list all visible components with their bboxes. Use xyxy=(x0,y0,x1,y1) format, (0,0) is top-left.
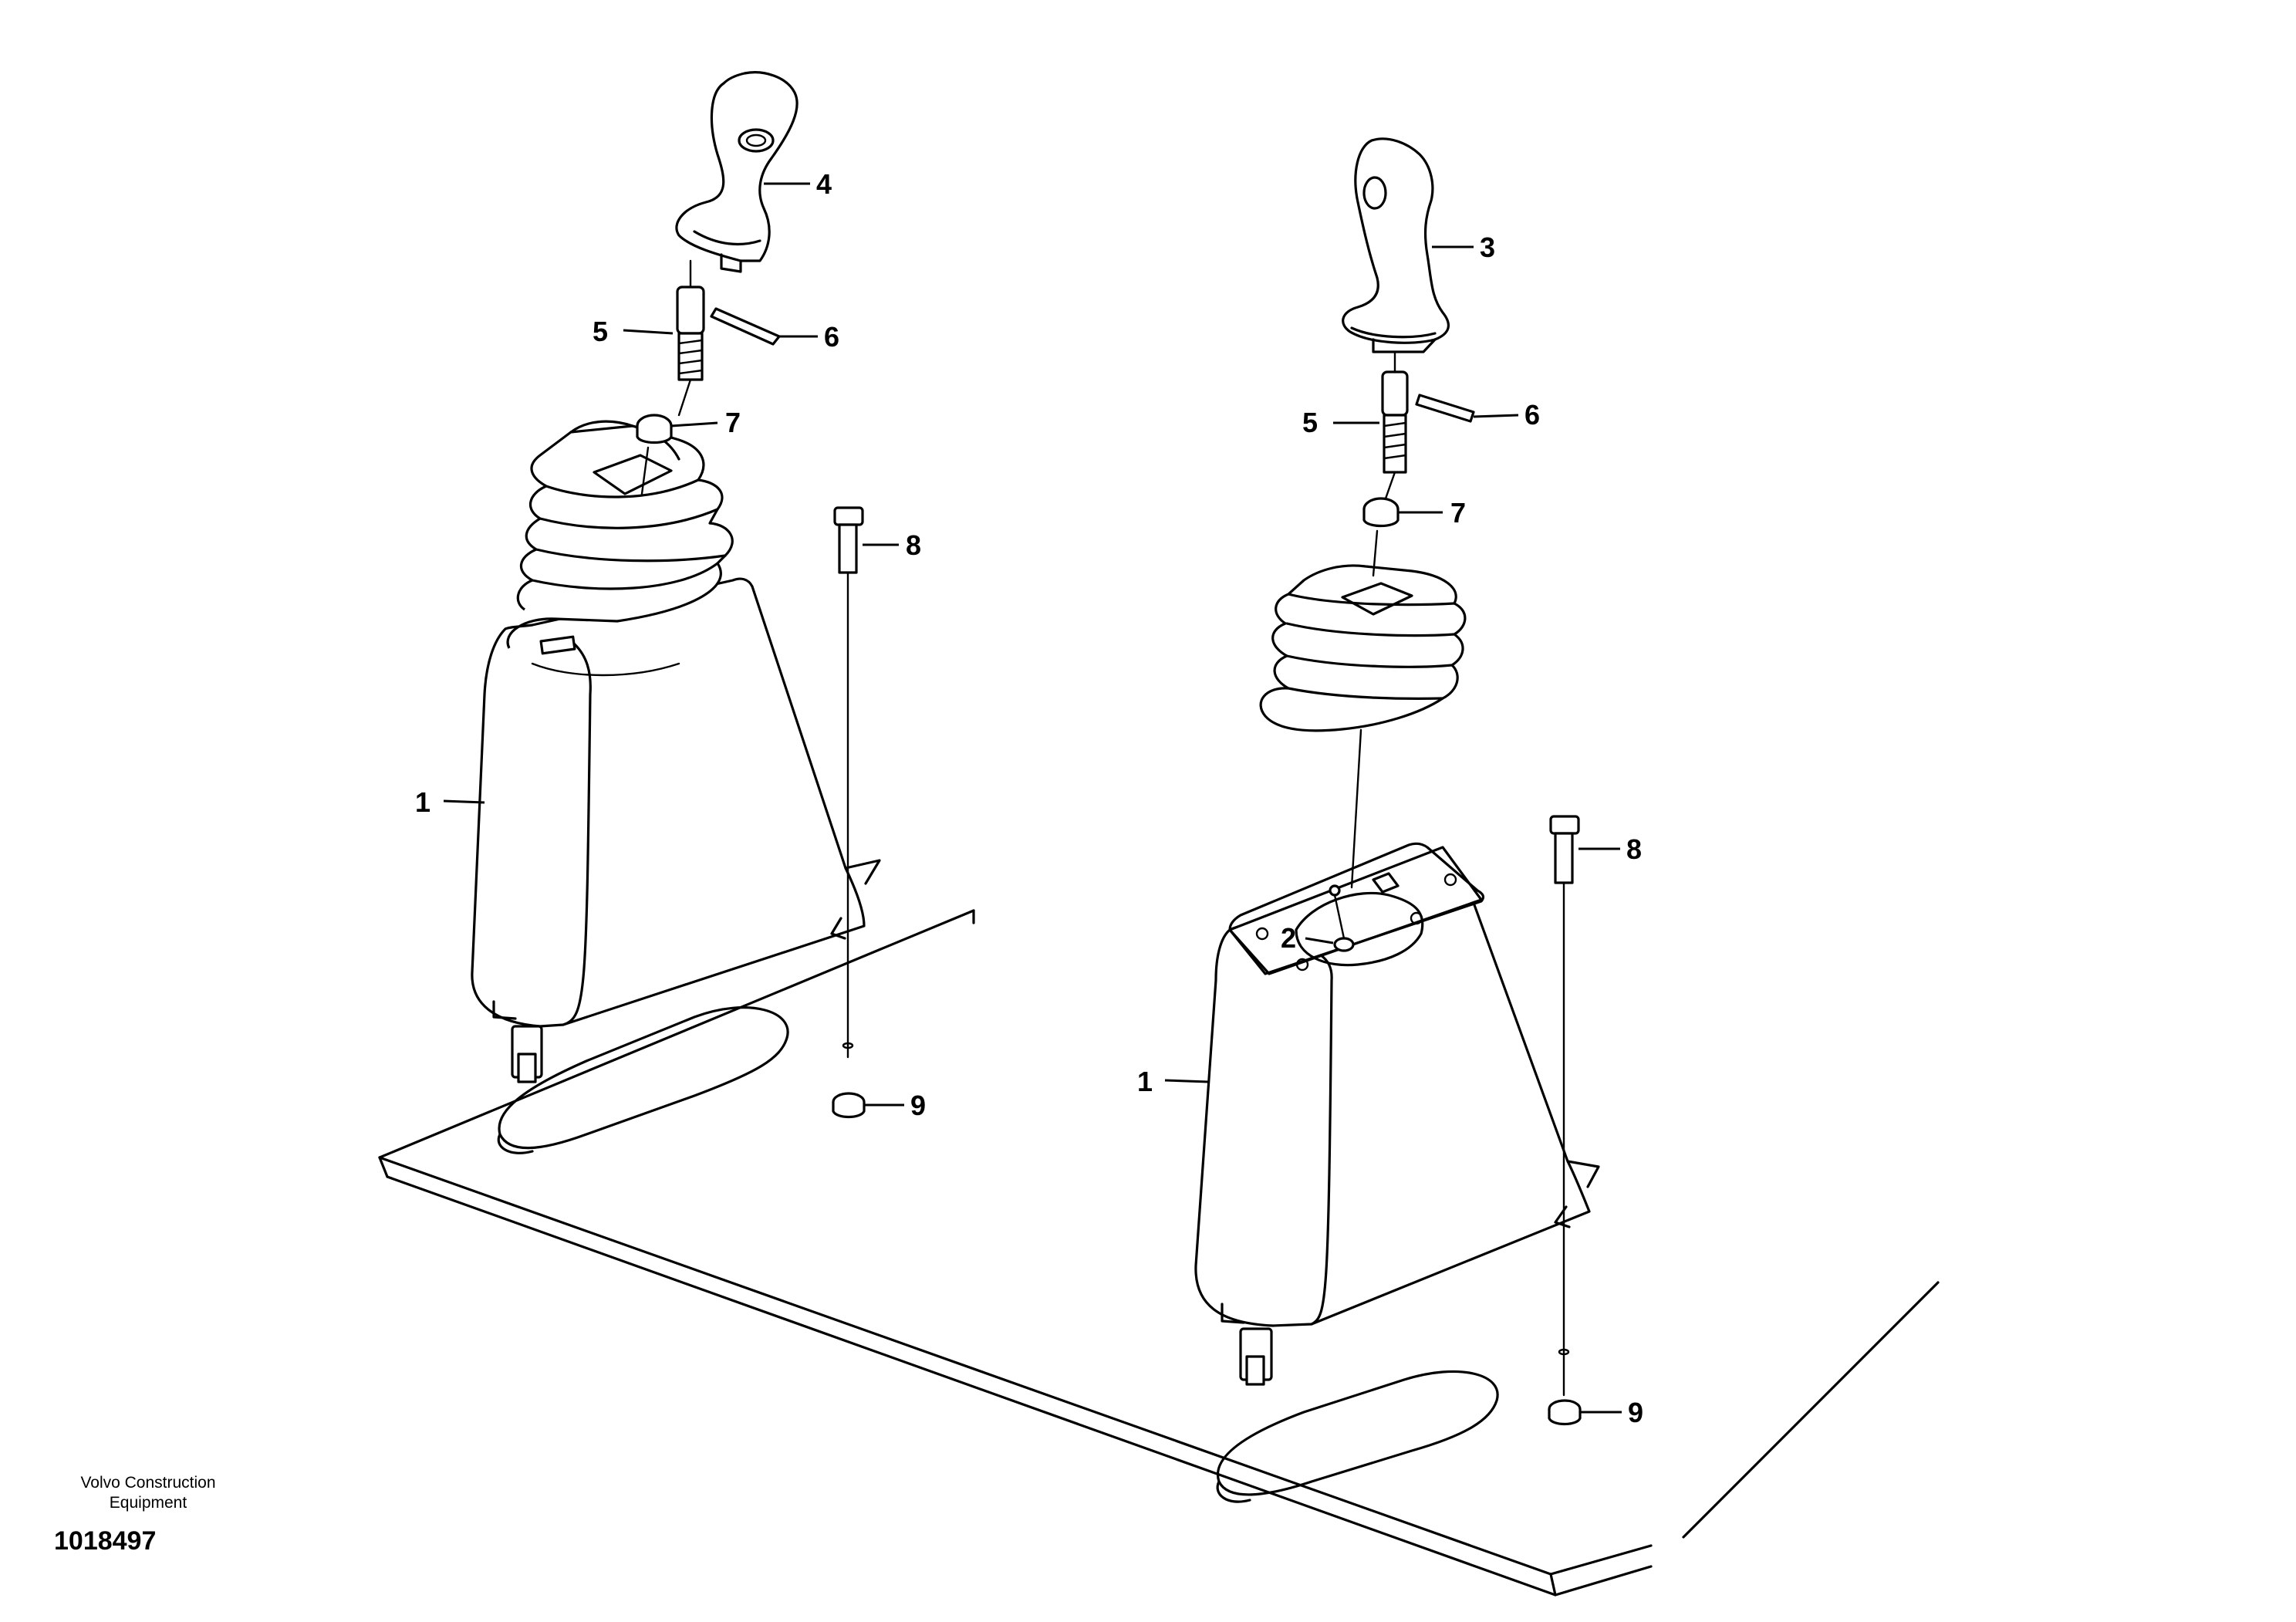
right-sleeve xyxy=(1381,370,1409,474)
base-plate xyxy=(378,909,1940,1597)
right-joystick-handle xyxy=(1342,137,1450,353)
callout-left-bolt: 8 xyxy=(906,529,921,561)
right-rubber-bellows xyxy=(1259,564,1467,732)
right-pin xyxy=(1415,394,1475,423)
brand-line-2: Equipment xyxy=(110,1494,187,1512)
callout-left-pin: 6 xyxy=(824,321,839,353)
callout-right-housing: 1 xyxy=(1137,1066,1153,1097)
left-pin xyxy=(710,307,781,346)
callout-left-sleeve: 5 xyxy=(593,316,608,347)
callout-right-washer-nut: 9 xyxy=(1628,1397,1643,1428)
callout-right-sleeve: 5 xyxy=(1302,407,1318,438)
callout-right-nut: 7 xyxy=(1450,497,1466,529)
right-plate-screw xyxy=(1329,884,1355,952)
left-bolt xyxy=(833,506,864,574)
footer-credit: Volvo Construction Equipment 1018497 xyxy=(54,1474,216,1556)
right-washer xyxy=(1558,1348,1570,1356)
callout-left-housing: 1 xyxy=(415,786,430,818)
left-rubber-bellows xyxy=(506,420,734,655)
brand-line-1: Volvo Construction xyxy=(80,1474,215,1492)
right-console-housing xyxy=(1194,842,1600,1386)
right-bolt xyxy=(1549,815,1580,884)
callout-left-nut: 7 xyxy=(725,407,741,438)
left-console-housing xyxy=(471,577,881,1083)
left-nut xyxy=(636,414,673,444)
right-nut xyxy=(1362,497,1400,528)
callout-right-handle: 3 xyxy=(1480,231,1495,263)
left-sleeve xyxy=(676,286,705,381)
base-cutout-left xyxy=(498,1006,789,1150)
right-joystick-assembly xyxy=(1194,137,1600,1426)
callout-left-washer-nut: 9 xyxy=(910,1090,926,1121)
left-joystick-handle xyxy=(675,71,799,273)
callout-labels: 4 5 6 7 8 1 9 3 5 6 7 2 8 1 9 xyxy=(415,168,1643,1428)
drawing-number: 1018497 xyxy=(54,1526,156,1556)
leader-lines xyxy=(443,182,1622,1414)
base-cutout-right xyxy=(1216,1370,1499,1496)
right-washer-nut xyxy=(1548,1399,1582,1426)
left-joystick-assembly xyxy=(471,71,881,1119)
callout-right-pin: 6 xyxy=(1524,399,1540,431)
callout-right-bolt: 8 xyxy=(1626,833,1642,865)
callout-right-plate-screw: 2 xyxy=(1281,922,1296,954)
callout-left-handle: 4 xyxy=(816,168,832,200)
left-washer-nut xyxy=(832,1092,866,1119)
left-washer xyxy=(842,1042,854,1049)
